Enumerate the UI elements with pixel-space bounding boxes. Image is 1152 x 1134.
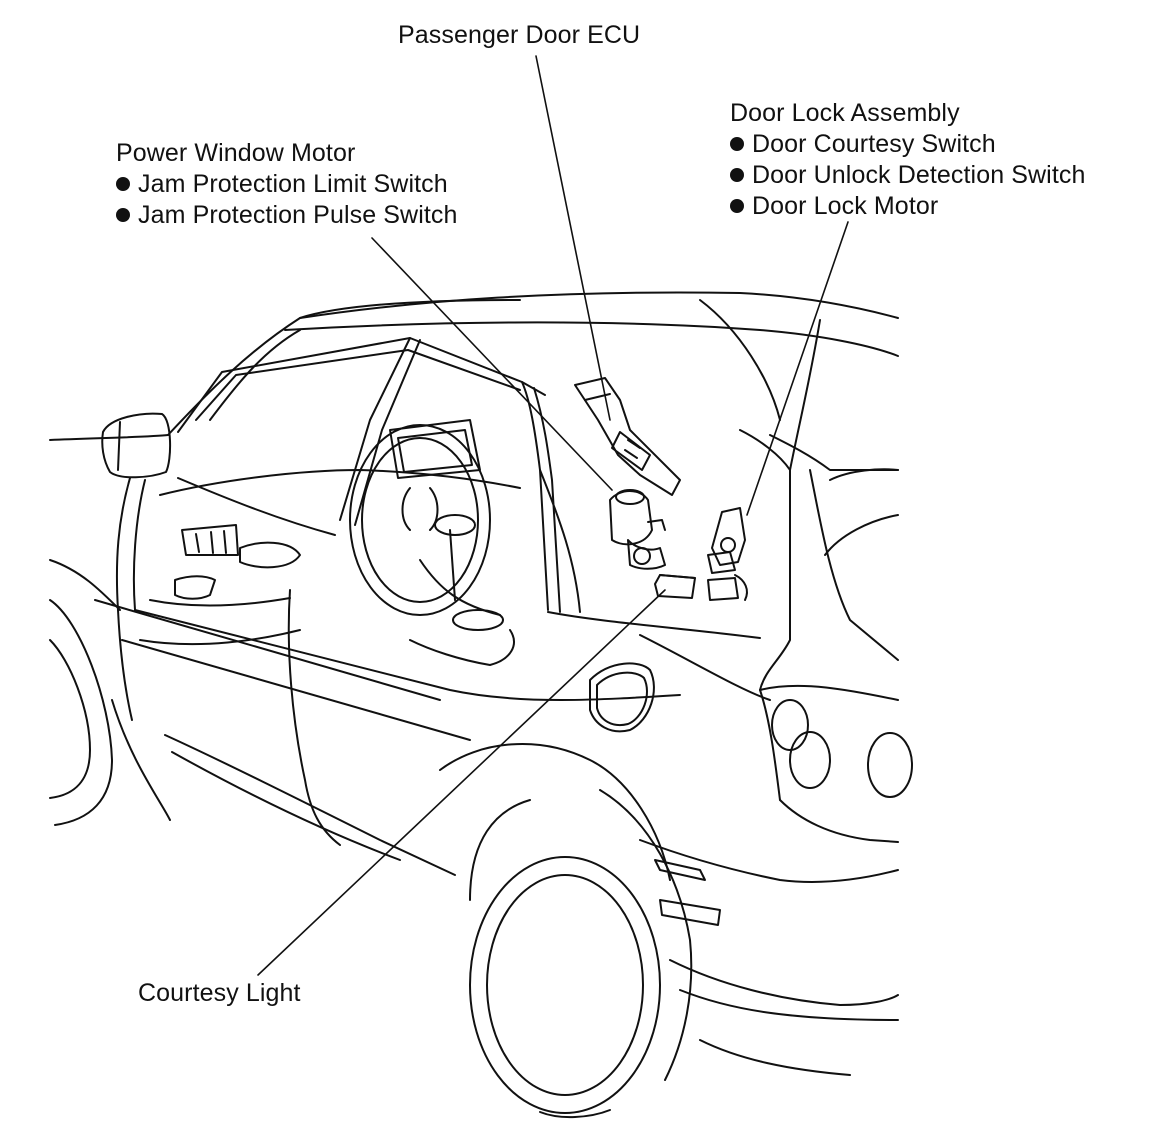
bullet-item-text: Door Lock Motor (752, 192, 939, 220)
leader-line-passenger-door-ecu (535, 55, 611, 421)
bullet-item-text: Jam Protection Limit Switch (138, 170, 448, 198)
bullet-item: Door Courtesy Switch (730, 129, 1086, 160)
front-wheel (49, 559, 171, 826)
bullet-item: Jam Protection Limit Switch (116, 169, 458, 200)
bullet-icon (116, 208, 130, 222)
bullet-item: Door Unlock Detection Switch (730, 160, 1086, 191)
bullet-item-text: Jam Protection Pulse Switch (138, 201, 458, 229)
bullet-icon (730, 168, 744, 182)
leader-line-door-lock-assembly (746, 221, 849, 516)
bullet-item: Jam Protection Pulse Switch (116, 200, 458, 231)
dashboard-interior (139, 419, 521, 666)
bullet-item: Door Lock Motor (730, 191, 1086, 222)
leader-line-courtesy-light (257, 589, 666, 976)
bullet-icon (116, 177, 130, 191)
bullet-item-text: Door Unlock Detection Switch (752, 161, 1086, 189)
courtesy-light-unit (654, 574, 696, 599)
bullet-item-text: Door Courtesy Switch (752, 130, 996, 158)
callout-courtesy-light-title: Courtesy Light (138, 979, 301, 1007)
vehicle-windshield-frame (177, 337, 561, 613)
vehicle-body-side (94, 469, 761, 876)
rear-wheel (439, 743, 693, 1119)
fuel-lid (589, 662, 655, 733)
bullet-icon (730, 199, 744, 213)
rear-hatch-and-lights (639, 299, 913, 1076)
leader-line-power-window-motor (371, 237, 613, 491)
bullet-icon (730, 137, 744, 151)
callout-door-lock-assembly: Door Lock Assembly Door Courtesy Switch … (730, 98, 1086, 222)
leader-lines (257, 55, 849, 976)
callout-courtesy-light: Courtesy Light (138, 978, 301, 1009)
vehicle-roof (49, 291, 899, 441)
callout-door-lock-assembly-title: Door Lock Assembly (730, 99, 960, 127)
power-window-motor-unit (609, 489, 666, 570)
side-mirror (101, 412, 172, 479)
callout-passenger-door-ecu: Passenger Door ECU (398, 20, 640, 51)
door-lock-assembly-unit (707, 507, 748, 601)
callout-power-window-motor-title: Power Window Motor (116, 139, 356, 167)
callout-power-window-motor: Power Window Motor Jam Protection Limit … (116, 138, 458, 231)
callout-passenger-door-ecu-title: Passenger Door ECU (398, 21, 641, 49)
passenger-door-ecu-unit (574, 377, 681, 496)
